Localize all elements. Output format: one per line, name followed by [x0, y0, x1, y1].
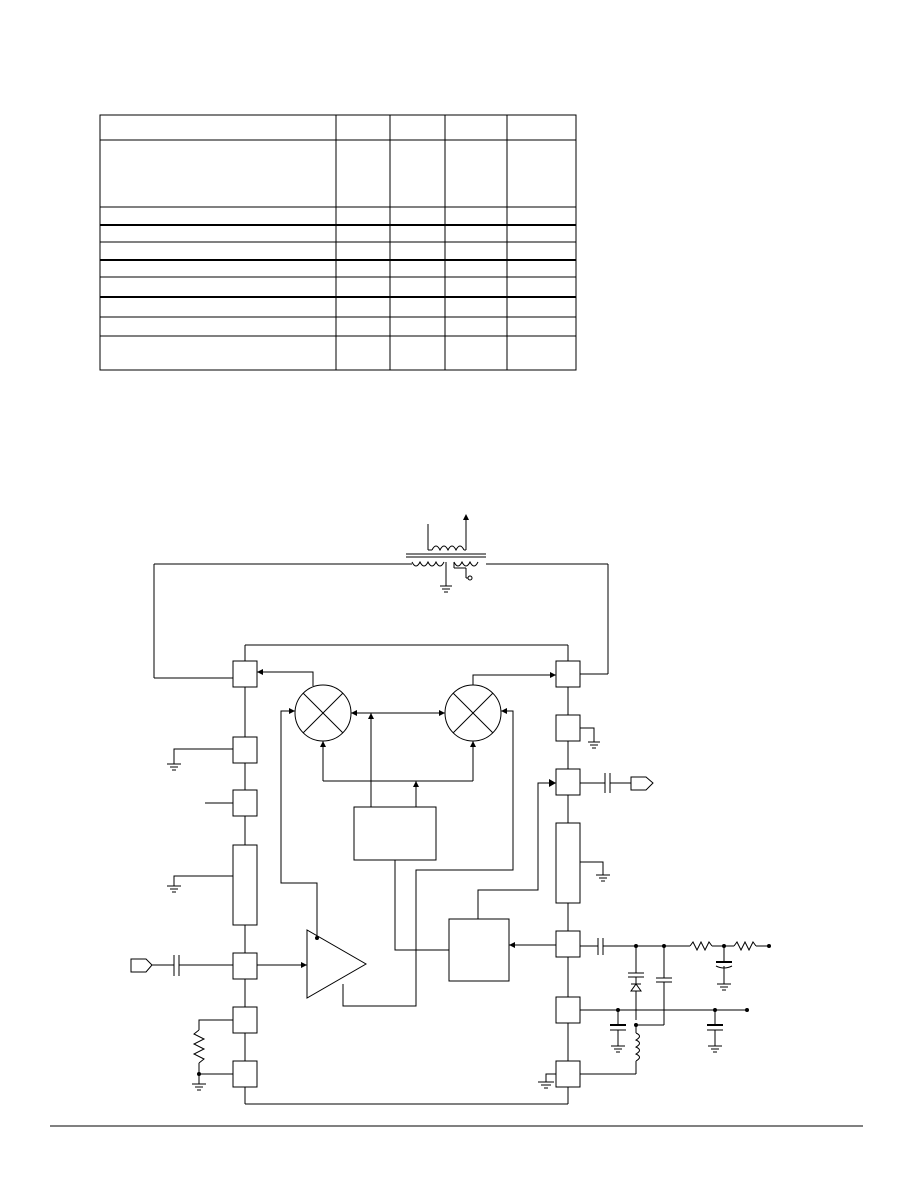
phase-shift-block [353, 806, 437, 861]
amplifier [306, 929, 368, 999]
resistor-icon [733, 940, 757, 952]
transformer [154, 514, 608, 593]
pin-box [555, 714, 581, 742]
mixer-left [294, 684, 352, 742]
transformer-primary-coil-right [453, 560, 479, 567]
rf-input-connector [130, 958, 153, 973]
arrow-icon [257, 669, 263, 675]
pin-box [555, 660, 581, 688]
pin-box [555, 768, 581, 796]
resistor-icon [192, 1029, 206, 1064]
if-output-connector [630, 776, 654, 791]
pin-box [555, 930, 581, 958]
transformer-primary-coil-left [411, 560, 445, 567]
pin-box [555, 1060, 581, 1088]
transformer-output-arrow [463, 514, 469, 520]
transformer-secondary-coil [431, 545, 465, 552]
right-pins [555, 660, 581, 1088]
pin-box-tall [232, 844, 258, 926]
resistor-icon [689, 940, 713, 952]
inductor-icon [634, 1032, 640, 1062]
spec-table [99, 114, 577, 371]
left-pins [232, 660, 258, 1088]
pin-box-tall [555, 822, 581, 904]
arrow-icon [550, 672, 556, 678]
pin-box [232, 789, 258, 817]
pin-box [232, 1060, 258, 1088]
pin-box [232, 660, 258, 688]
pin-box [555, 996, 581, 1024]
mixer-right [444, 684, 502, 742]
pin-box [232, 952, 258, 980]
control-block [448, 918, 510, 982]
pin-box [232, 736, 258, 764]
varactor-diode-icon [630, 983, 642, 992]
pin-box [232, 1006, 258, 1034]
